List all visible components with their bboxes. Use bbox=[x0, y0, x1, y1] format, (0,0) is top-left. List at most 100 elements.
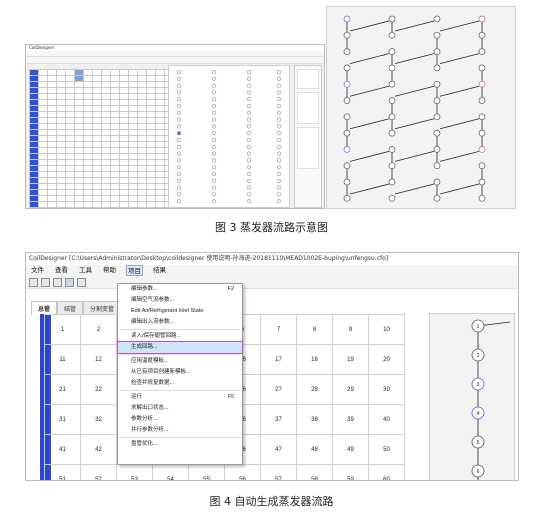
menu-item[interactable]: 参数分析... bbox=[118, 414, 242, 425]
grid-cell[interactable]: 47 bbox=[260, 434, 297, 465]
grid-cell[interactable]: 9 bbox=[332, 314, 369, 345]
grid-cell[interactable] bbox=[137, 207, 147, 208]
grid-cell[interactable]: 17 bbox=[260, 344, 297, 375]
grid-cell[interactable]: 31 bbox=[44, 404, 81, 435]
menu-item[interactable]: 生成回路... bbox=[117, 341, 243, 354]
grid-cell[interactable]: 8 bbox=[296, 314, 333, 345]
grid-cell[interactable] bbox=[56, 207, 66, 208]
grid-cell[interactable]: 42 bbox=[80, 434, 117, 465]
grid-cell[interactable]: 60 bbox=[368, 464, 405, 480]
grid-cell[interactable]: 48 bbox=[296, 434, 333, 465]
tube-node bbox=[176, 178, 182, 183]
tube-node bbox=[246, 178, 252, 183]
menu-item[interactable]: 编辑参数...F2 bbox=[118, 284, 242, 295]
menu-item[interactable]: 读入/保存翅管回路... bbox=[118, 331, 242, 342]
tube-node bbox=[343, 113, 351, 121]
grid-cell[interactable] bbox=[119, 207, 129, 208]
tube-node-label: 3 bbox=[477, 382, 480, 388]
menu-item[interactable]: 求解出口状态... bbox=[118, 403, 242, 414]
menu-item[interactable]: 盘管优化... bbox=[118, 439, 242, 450]
grid-cell[interactable] bbox=[110, 207, 120, 208]
grid-cell[interactable]: 18 bbox=[296, 344, 333, 375]
menu-project[interactable]: 项目 bbox=[126, 265, 143, 276]
tube-cross-link bbox=[394, 118, 435, 130]
grid-cell[interactable]: 1 bbox=[44, 314, 81, 345]
menu-help[interactable]: 帮助 bbox=[103, 266, 116, 274]
grid-cell[interactable]: 55 bbox=[188, 464, 225, 480]
grid-cell[interactable] bbox=[155, 207, 165, 208]
grid-cell[interactable]: 38 bbox=[296, 404, 333, 435]
grid-cell[interactable]: 54 bbox=[152, 464, 189, 480]
grid-cell[interactable]: 21 bbox=[44, 374, 81, 405]
menu-item[interactable]: 检查并修复数据... bbox=[118, 378, 242, 389]
menu-item[interactable]: Edit Air/Refrigerant Inlet State bbox=[118, 306, 242, 317]
tube-cross-link bbox=[439, 53, 480, 64]
grid-cell[interactable]: 22 bbox=[80, 374, 117, 405]
grid-cell[interactable] bbox=[65, 207, 75, 208]
menu-item[interactable]: 从已有项目创建新模板... bbox=[118, 367, 242, 378]
save-icon[interactable] bbox=[53, 277, 62, 287]
properties-panel bbox=[294, 65, 322, 208]
grid-cell[interactable]: 11 bbox=[44, 344, 81, 375]
grid-cell[interactable]: 41 bbox=[44, 434, 81, 465]
open-icon[interactable] bbox=[41, 277, 50, 287]
grid-cell[interactable] bbox=[38, 207, 48, 208]
menu-tools[interactable]: 工具 bbox=[79, 266, 92, 274]
tab-tube[interactable]: 结管 bbox=[57, 301, 84, 315]
grid-cell[interactable]: 50 bbox=[368, 434, 405, 465]
menu-results[interactable]: 结果 bbox=[153, 266, 166, 274]
tube-node bbox=[388, 48, 396, 55]
grid-cell[interactable]: 2 bbox=[80, 314, 117, 345]
tab-split[interactable]: 分割变管 bbox=[83, 301, 122, 315]
menu-item[interactable]: 编辑空气流参数... bbox=[118, 295, 242, 306]
grid-cell[interactable]: 53 bbox=[116, 464, 153, 480]
help-icon[interactable] bbox=[65, 277, 74, 287]
tab-header[interactable]: 总管 bbox=[31, 301, 58, 315]
grid-cell[interactable] bbox=[128, 207, 138, 208]
grid-cell[interactable] bbox=[101, 207, 111, 208]
tube-node bbox=[433, 48, 441, 55]
toolbar bbox=[26, 57, 324, 64]
grid-cell[interactable]: 27 bbox=[260, 374, 297, 405]
menu-item-label: Edit Air/Refrigerant Inlet State bbox=[131, 308, 204, 314]
menu-item[interactable]: 并行参数分析... bbox=[118, 425, 242, 436]
grid-cell[interactable]: 7 bbox=[260, 314, 297, 345]
grid-cell[interactable]: 29 bbox=[332, 374, 369, 405]
settings-icon[interactable] bbox=[77, 277, 86, 287]
figure4-caption: 图 4 自动生成蒸发器流路 bbox=[209, 495, 334, 508]
menu-item[interactable]: 编辑出入流参数... bbox=[118, 317, 242, 328]
tube-node bbox=[276, 103, 282, 109]
grid-cell[interactable]: 10 bbox=[368, 314, 405, 345]
menu-file[interactable]: 文件 bbox=[31, 266, 44, 274]
grid-cell[interactable]: 52 bbox=[80, 464, 117, 480]
new-icon[interactable] bbox=[29, 277, 38, 287]
grid-cell[interactable]: 20 bbox=[368, 344, 405, 375]
tube-node bbox=[246, 69, 252, 75]
grid-cell[interactable]: 58 bbox=[296, 464, 333, 480]
grid-cell[interactable]: 39 bbox=[332, 404, 369, 435]
grid-cell[interactable] bbox=[146, 207, 156, 208]
menu-item-shortcut: F2 bbox=[227, 286, 234, 292]
grid-cell[interactable]: 32 bbox=[80, 404, 117, 435]
grid-cell[interactable]: 30 bbox=[368, 374, 405, 405]
tube-node bbox=[478, 194, 486, 202]
grid-cell[interactable]: 28 bbox=[296, 374, 333, 405]
grid-cell[interactable]: 12 bbox=[80, 344, 117, 375]
grid-cell[interactable] bbox=[92, 207, 102, 208]
grid-cell[interactable]: 56 bbox=[224, 464, 261, 480]
menu-view[interactable]: 查看 bbox=[55, 266, 68, 274]
grid-cell[interactable] bbox=[29, 207, 39, 208]
grid-cell[interactable] bbox=[74, 207, 84, 208]
grid-cell[interactable]: 37 bbox=[260, 404, 297, 435]
grid-cell[interactable]: 57 bbox=[260, 464, 297, 480]
grid-cell[interactable]: 19 bbox=[332, 344, 369, 375]
grid-cell[interactable]: 40 bbox=[368, 404, 405, 435]
menu-item[interactable]: 应用温度模板... bbox=[118, 356, 242, 367]
grid-cell[interactable]: 49 bbox=[332, 434, 369, 465]
grid-cell[interactable]: 59 bbox=[332, 464, 369, 480]
grid-cell[interactable]: 51 bbox=[44, 464, 81, 480]
grid-cell[interactable] bbox=[83, 207, 93, 208]
tube-node-label: 1 bbox=[477, 324, 480, 330]
grid-cell[interactable] bbox=[47, 207, 57, 208]
